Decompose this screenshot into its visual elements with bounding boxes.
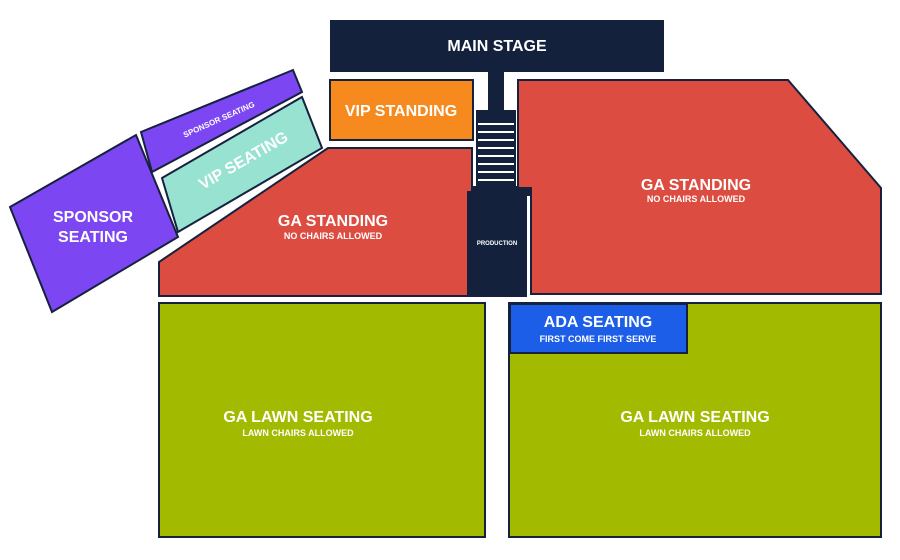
ga-lawn-right-label: GA LAWN SEATING bbox=[620, 409, 769, 426]
vip-standing-shape bbox=[329, 79, 474, 141]
vip-seating-shape bbox=[160, 95, 324, 234]
ada-seating-shape bbox=[509, 303, 688, 354]
ga-lawn-left-shape bbox=[158, 302, 486, 538]
ga-lawn-left-label: GA LAWN SEATING bbox=[223, 409, 372, 426]
ga-standing-right-zone[interactable]: GA STANDING NO CHAIRS ALLOWED bbox=[517, 79, 882, 295]
sponsor-seating-large-label-line2: SEATING bbox=[58, 229, 128, 246]
vip-standing-zone[interactable]: VIP STANDING bbox=[329, 79, 474, 141]
sponsor-seating-large-zone[interactable]: SPONSOR SEATING bbox=[8, 133, 180, 314]
ga-standing-right-shape bbox=[517, 79, 882, 295]
vip-standing-label: VIP STANDING bbox=[345, 103, 457, 120]
main-stage-shape bbox=[330, 20, 664, 72]
stairs-steps bbox=[478, 123, 514, 181]
production-zone[interactable]: PRODUCTION bbox=[467, 191, 527, 297]
ada-seating-label: ADA SEATING bbox=[544, 314, 652, 331]
main-stage-zone[interactable]: MAIN STAGE bbox=[330, 20, 664, 72]
ada-seating-note: FIRST COME FIRST SERVE bbox=[540, 334, 657, 344]
ga-lawn-left-note: LAWN CHAIRS ALLOWED bbox=[242, 428, 354, 438]
sponsor-seating-large-shape bbox=[8, 133, 180, 314]
sponsor-seating-strip-shape bbox=[139, 68, 304, 174]
ga-standing-left-note: NO CHAIRS ALLOWED bbox=[284, 231, 383, 241]
stage-ramp bbox=[462, 72, 530, 196]
main-stage-label: MAIN STAGE bbox=[447, 38, 547, 55]
production-shape bbox=[467, 191, 527, 297]
ga-lawn-right-note: LAWN CHAIRS ALLOWED bbox=[639, 428, 751, 438]
ga-standing-left-zone[interactable]: GA STANDING NO CHAIRS ALLOWED bbox=[158, 147, 473, 297]
sponsor-seating-large-label-line1: SPONSOR bbox=[53, 209, 133, 226]
ada-seating-zone[interactable]: ADA SEATING FIRST COME FIRST SERVE bbox=[509, 303, 688, 354]
ga-standing-left-shape bbox=[158, 147, 473, 297]
ga-standing-right-note: NO CHAIRS ALLOWED bbox=[647, 194, 746, 204]
production-label: PRODUCTION bbox=[477, 241, 517, 247]
ga-standing-right-label: GA STANDING bbox=[641, 177, 751, 194]
ga-standing-left-label: GA STANDING bbox=[278, 213, 388, 230]
ga-lawn-left-zone[interactable]: GA LAWN SEATING LAWN CHAIRS ALLOWED bbox=[158, 302, 486, 538]
ramp-shape bbox=[488, 72, 504, 112]
